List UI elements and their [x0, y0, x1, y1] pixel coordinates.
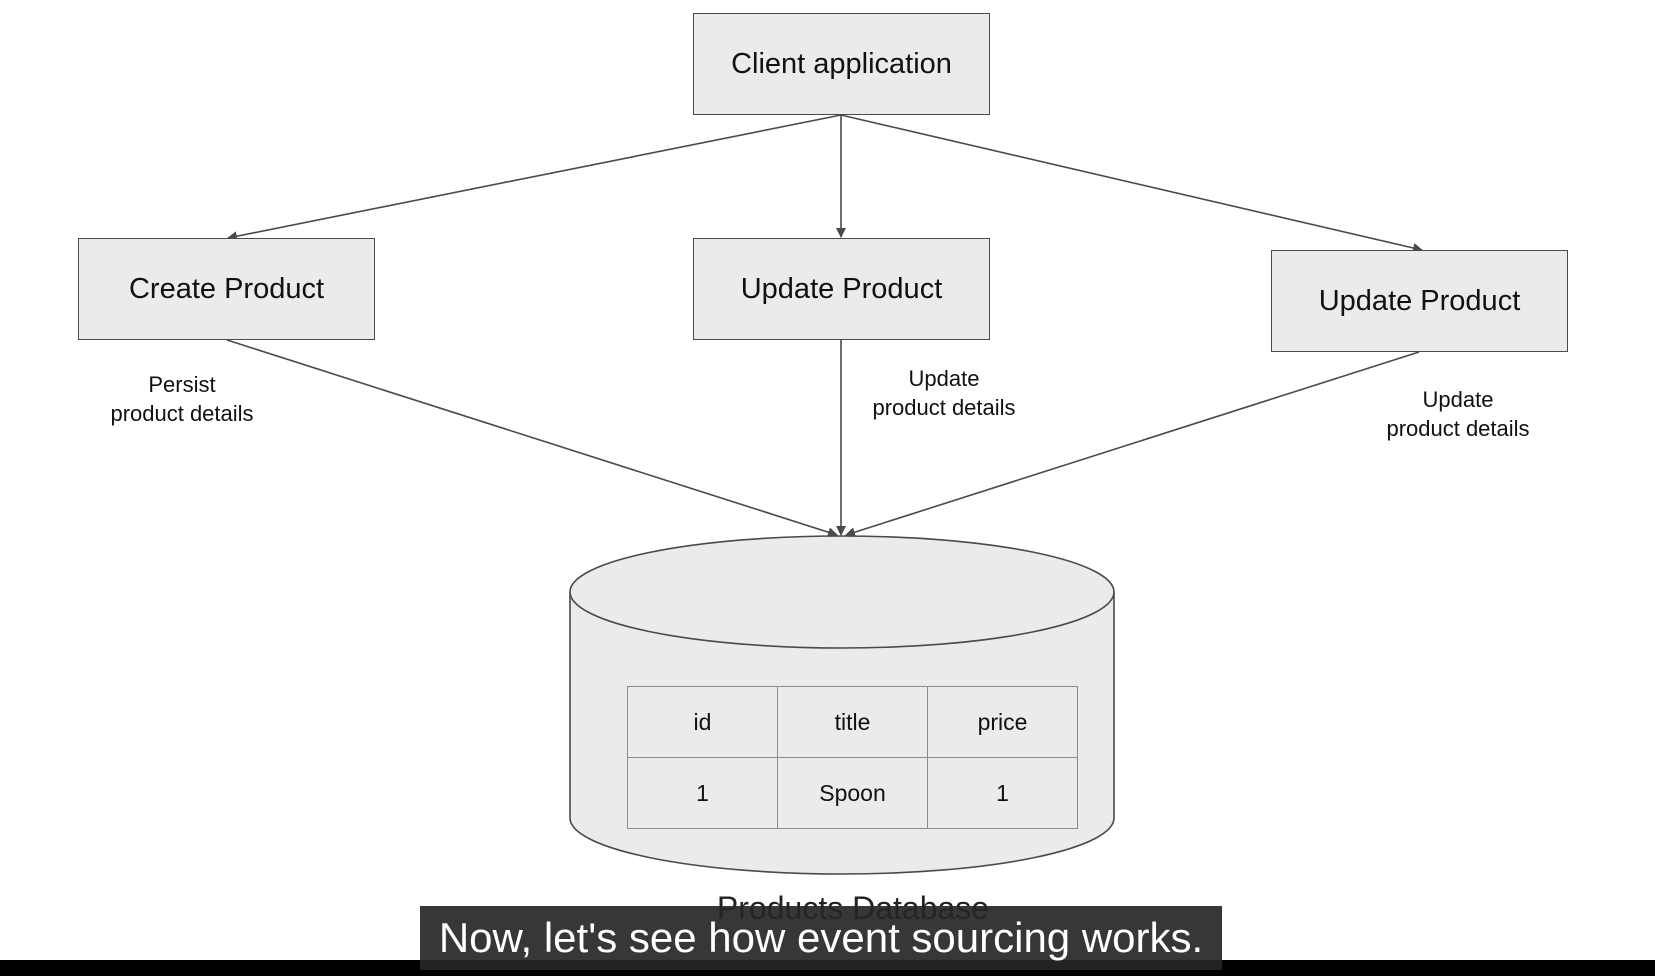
edge-label-update-middle-line1: Update: [908, 366, 980, 391]
arrow-client-to-update-right: [840, 114, 1423, 253]
products-table: id title price 1 Spoon 1: [627, 686, 1078, 829]
arrow-update-right-to-db: [845, 351, 1420, 538]
table-header-title: title: [777, 686, 928, 758]
video-subtitle: Now, let's see how event sourcing works.: [420, 906, 1222, 970]
update-product-label-middle: Update Product: [740, 272, 943, 305]
edge-label-update-middle: Update product details: [858, 364, 1030, 422]
edge-label-update-middle-line2: product details: [872, 395, 1016, 420]
table-row: 1 Spoon 1: [627, 757, 1078, 829]
update-product-node-middle: Update Product: [693, 238, 990, 340]
edge-label-persist-line2: product details: [110, 401, 254, 426]
edge-label-persist-line1: Persist: [148, 372, 216, 397]
edge-label-update-right-line1: Update: [1422, 387, 1494, 412]
create-product-label: Create Product: [128, 272, 325, 305]
arrow-client-to-create: [227, 114, 842, 242]
create-product-node: Create Product: [78, 238, 375, 340]
arrow-create-to-db: [226, 339, 838, 538]
edge-label-update-right-line2: product details: [1386, 416, 1530, 441]
client-application-node: Client application: [693, 13, 990, 115]
table-header-price: price: [927, 686, 1078, 758]
edge-label-persist: Persist product details: [96, 370, 268, 428]
table-header-row: id title price: [627, 686, 1078, 758]
update-product-label-right: Update Product: [1318, 284, 1521, 317]
table-cell-price: 1: [927, 757, 1078, 829]
table-cell-id: 1: [627, 757, 778, 829]
table-header-id: id: [627, 686, 778, 758]
client-application-label: Client application: [731, 47, 952, 80]
video-subtitle-text: Now, let's see how event sourcing works.: [438, 914, 1204, 961]
edge-label-update-right: Update product details: [1372, 385, 1544, 443]
update-product-node-right: Update Product: [1271, 250, 1568, 352]
table-cell-title: Spoon: [777, 757, 928, 829]
